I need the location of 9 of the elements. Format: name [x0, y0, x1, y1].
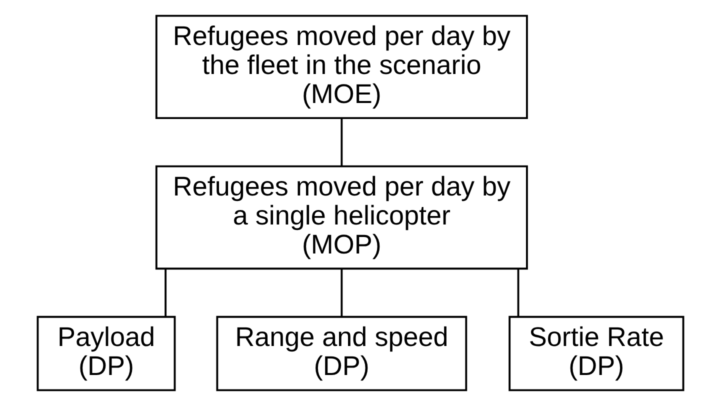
node-box: Payload (DP): [36, 316, 176, 392]
node-box: Range and speed (DP): [216, 316, 468, 392]
connector: [340, 118, 343, 166]
node-box: Refugees moved per day by a single helicopter (MOP): [155, 165, 528, 270]
connector: [164, 268, 167, 317]
connector: [340, 268, 343, 317]
connector: [517, 268, 520, 317]
node-box: Sortie Rate (DP): [508, 316, 684, 392]
node-box: Refugees moved per day by the fleet in the scenario (MOE): [155, 14, 528, 120]
